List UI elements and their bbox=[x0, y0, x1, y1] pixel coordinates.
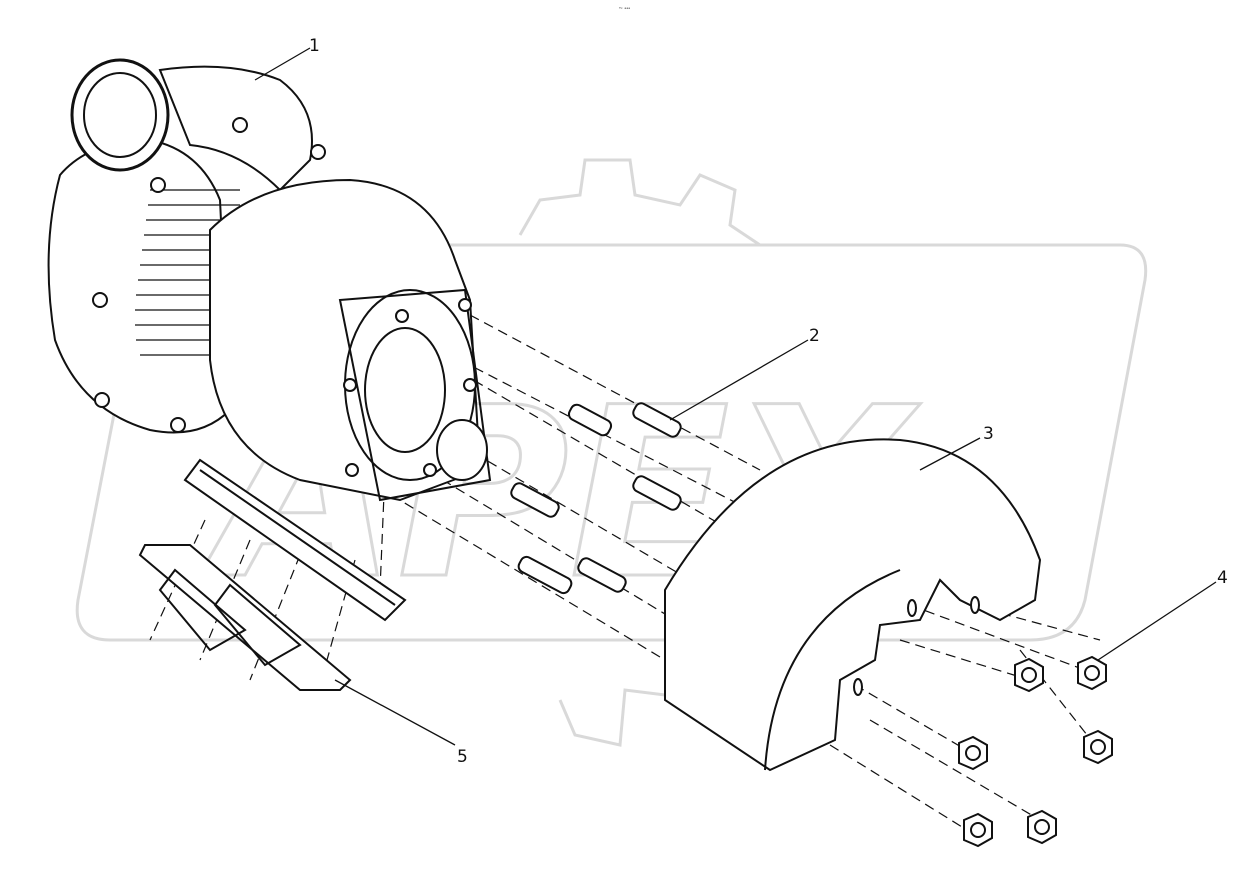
turbocharger bbox=[47, 58, 492, 622]
heat-shield bbox=[664, 438, 1042, 772]
leader-lines bbox=[254, 47, 1217, 746]
gasket bbox=[138, 544, 352, 691]
header-mark: ᵀᶜ ᵃᵃᵃ bbox=[618, 7, 630, 13]
callout-3: 3 bbox=[983, 424, 994, 444]
callout-1: 1 bbox=[309, 36, 320, 56]
callout-5: 5 bbox=[457, 747, 468, 767]
studs bbox=[510, 402, 682, 595]
callout-2: 2 bbox=[809, 326, 820, 346]
callout-4: 4 bbox=[1217, 568, 1228, 588]
nuts bbox=[958, 655, 1113, 848]
